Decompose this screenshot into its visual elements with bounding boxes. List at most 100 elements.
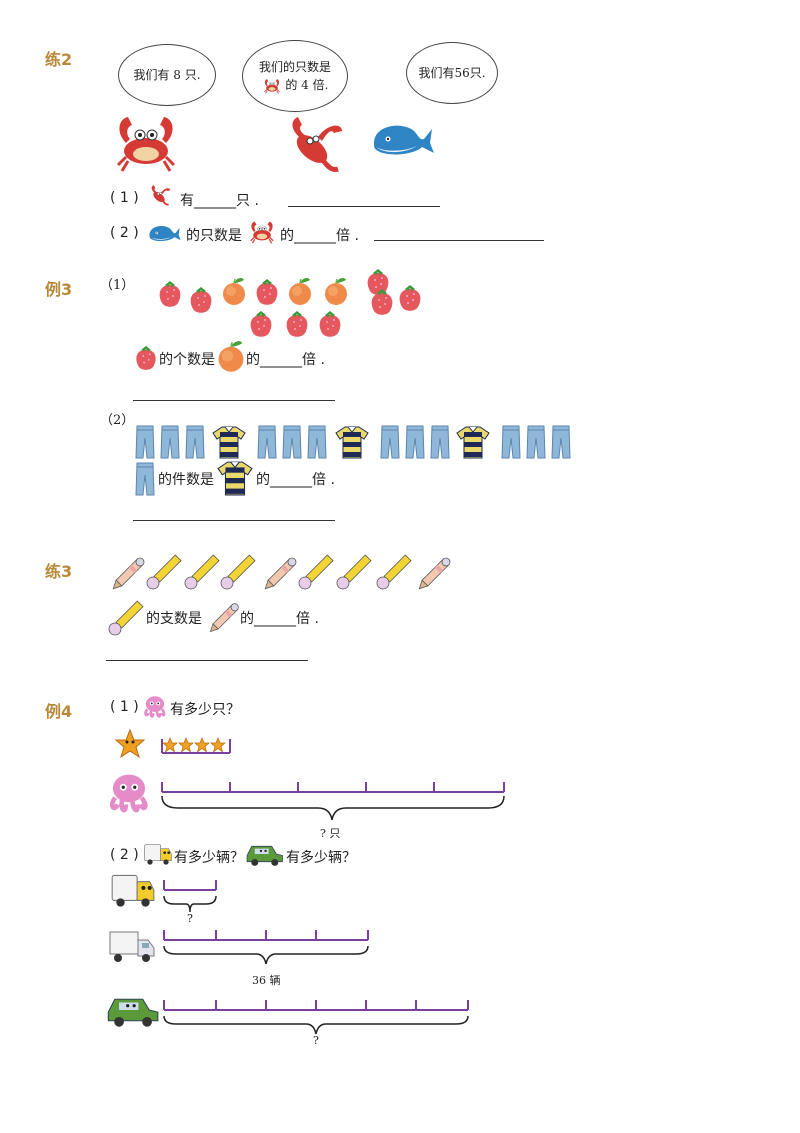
- octopus-icon: [106, 770, 152, 816]
- pencil-yellow-icon: [220, 554, 256, 590]
- answer-line: [288, 206, 440, 207]
- yellow-truck-icon: [144, 844, 172, 866]
- white-truck-icon: [109, 931, 155, 963]
- jeans-icon: [185, 425, 205, 459]
- question-2-number: ( 2 ): [110, 225, 139, 241]
- jeans-icon: [160, 425, 180, 459]
- strawberry-icon: [367, 269, 389, 295]
- crab-icon: [263, 78, 280, 94]
- whale-icon: [374, 125, 434, 155]
- pencil-pink-icon: [207, 603, 239, 635]
- li4-part-2-question-2: 有多少辆？: [286, 850, 356, 866]
- question-1-text: 有______只 .: [180, 193, 259, 209]
- shirt-icon: [212, 426, 246, 459]
- shirt-icon: [456, 426, 490, 459]
- li4-part-1-number: ( 1 ): [110, 699, 139, 715]
- jeans-icon: [257, 425, 277, 459]
- li4-part-2-question-1: 有多少辆？: [174, 850, 244, 866]
- peach-icon: [222, 277, 246, 306]
- strawberry-icon: [159, 281, 181, 307]
- small-star-icon: [178, 737, 194, 753]
- lobster-icon: [150, 184, 172, 206]
- jeans-icon: [405, 425, 425, 459]
- green-car-bar: [163, 1000, 469, 1035]
- starfish-bar: [161, 737, 231, 754]
- speech-bubble-lobster: 我们的只数是 的 4 倍.: [242, 40, 348, 112]
- part-1-end: 的______倍 .: [246, 352, 325, 368]
- strawberry-icon: [136, 345, 156, 370]
- jeans-icon: [430, 425, 450, 459]
- pencil-pink-icon: [261, 557, 297, 593]
- brace-label-green-car: ?: [313, 1034, 319, 1047]
- starfish-icon: [115, 729, 145, 758]
- jeans-icon: [380, 425, 400, 459]
- bubble-whale-text: 我们有56只.: [418, 66, 486, 80]
- pencil-pink-icon: [109, 557, 145, 593]
- strawberry-icon: [256, 279, 278, 305]
- pencil-yellow-icon: [298, 554, 334, 590]
- answer-line: [106, 660, 308, 661]
- bubble-crab-text: 我们有 8 只.: [133, 68, 201, 82]
- pencil-yellow-icon: [108, 600, 144, 636]
- jeans-icon: [135, 425, 155, 459]
- octopus-bar: [161, 782, 505, 821]
- li4-part-2-number: ( 2 ): [110, 847, 139, 863]
- peach-icon: [217, 340, 245, 373]
- octopus-icon: [144, 694, 166, 718]
- pencil-yellow-icon: [376, 554, 412, 590]
- jeans-icon: [135, 462, 155, 496]
- bubble-lobster-line1: 我们的只数是: [258, 60, 331, 74]
- clothes-row: [135, 425, 571, 459]
- small-star-icon: [162, 737, 178, 753]
- section-label-lian3: 练3: [45, 562, 73, 581]
- peach-icon: [288, 277, 312, 306]
- crab-icon: [116, 115, 176, 173]
- pencil-yellow-icon: [336, 554, 372, 590]
- answer-line: [374, 240, 544, 241]
- whale-icon: [149, 226, 181, 242]
- section-label-li4: 例4: [45, 702, 73, 721]
- white-truck-bar: [163, 930, 369, 965]
- part-1-number: （1）: [100, 278, 135, 293]
- section-label-li3: 例3: [45, 280, 73, 299]
- shirt-icon: [335, 426, 369, 459]
- lian3-mid: 的支数是: [146, 611, 202, 627]
- pencil-yellow-icon: [184, 554, 220, 590]
- bubble-lobster-line2: 的 4 倍.: [285, 78, 329, 92]
- li4-part-1-question: 有多少只？: [170, 702, 240, 718]
- shirt-icon: [217, 461, 253, 496]
- jeans-icon: [501, 425, 521, 459]
- crab-icon: [250, 221, 274, 244]
- green-car-icon: [107, 998, 159, 1028]
- jeans-icon: [526, 425, 546, 459]
- brace-label-yellow-truck: ?: [187, 912, 193, 925]
- strawberry-icon: [399, 285, 421, 311]
- strawberry-icon: [190, 287, 212, 313]
- brace-label-white-truck: 36 辆: [252, 974, 281, 987]
- yellow-truck-bar: [163, 880, 217, 913]
- strawberry-icon: [286, 311, 308, 337]
- peach-icon: [324, 277, 348, 306]
- yellow-truck-icon: [111, 874, 155, 908]
- lobster-icon: [272, 114, 352, 184]
- section-label-lian2: 练2: [45, 50, 73, 69]
- speech-bubble-whale: 我们有56只.: [406, 42, 498, 104]
- strawberry-icon: [250, 311, 272, 337]
- question-2-end: 的______倍 .: [280, 228, 359, 244]
- green-car-icon: [246, 845, 283, 867]
- jeans-icon: [307, 425, 327, 459]
- pencil-yellow-icon: [146, 554, 182, 590]
- speech-bubble-crab: 我们有 8 只.: [118, 44, 216, 106]
- small-star-icon: [194, 737, 210, 753]
- part-2-end: 的______倍 .: [256, 472, 335, 488]
- pencil-row: [109, 554, 451, 593]
- brace-label-octopus: ? 只: [320, 827, 341, 840]
- answer-line: [133, 400, 335, 401]
- pencil-pink-icon: [415, 557, 451, 593]
- bubble-lobster-line2-wrap: 的 4 倍.: [262, 76, 329, 94]
- jeans-icon: [551, 425, 571, 459]
- question-1-number: ( 1 ): [110, 190, 139, 206]
- part-2-number: （2）: [100, 413, 135, 428]
- fruit-group: [159, 269, 421, 337]
- strawberry-icon: [319, 311, 341, 337]
